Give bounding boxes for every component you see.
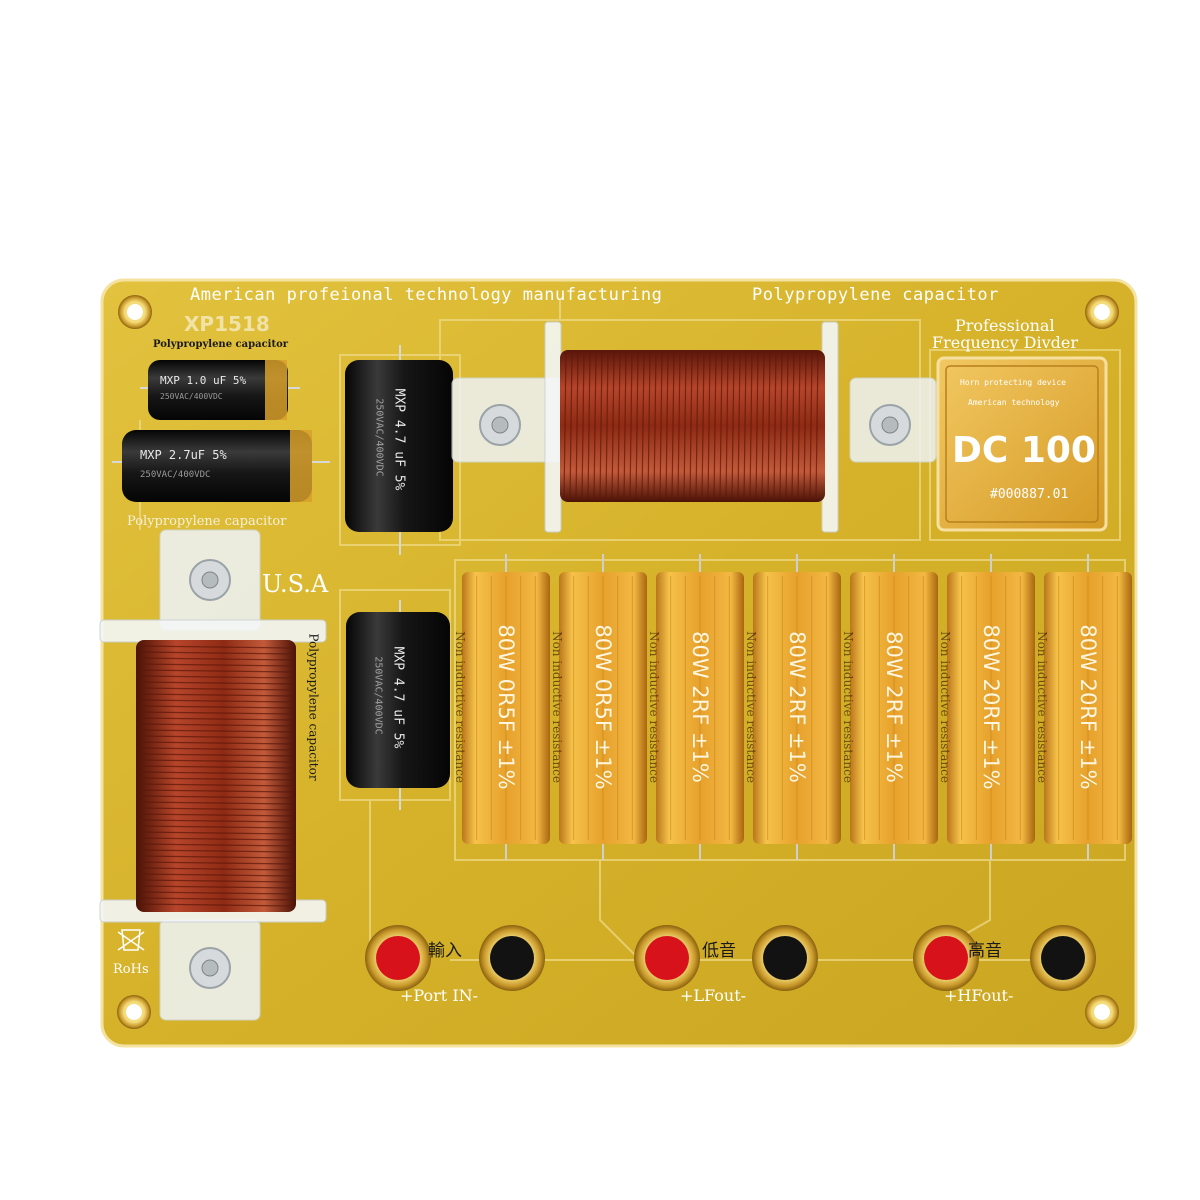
- inductor-vertical: [99, 529, 327, 1021]
- cap3-label: MXP 4.7 uF 5%: [391, 388, 407, 491]
- pp-label-small: Polypropylene capacitor: [153, 339, 289, 350]
- header-right-text: Polypropylene capacitor: [752, 285, 999, 305]
- header-left-text: American profeional technology manufactu…: [190, 285, 663, 305]
- model-number: XP1518: [184, 312, 270, 336]
- mounting-holes: [117, 295, 1119, 1029]
- protector-title: DC 100: [952, 430, 1096, 471]
- terminals: [365, 925, 1096, 991]
- resistor-label-1: 80W 0R5F ±1%: [494, 624, 518, 790]
- resistor-label-7: 80W 20RF ±1%: [1076, 624, 1100, 790]
- professional-line2: Frequency Divder: [932, 333, 1078, 352]
- cap1-rating: 250VAC/400VDC: [160, 392, 223, 401]
- resistor-label-2: 80W 0R5F ±1%: [591, 624, 615, 790]
- cap3-rating: 250VAC/400VDC: [373, 398, 385, 477]
- terminal-label-lf: +LFout-: [680, 986, 747, 1005]
- resistor-group: [462, 554, 1132, 860]
- resistor-side-text-5: Non inductive resistance: [841, 631, 855, 783]
- terminal-label-in: +Port IN-: [400, 986, 479, 1005]
- terminal-cjk-lf: 低音: [702, 941, 736, 961]
- capacitor-vertical-1: [345, 345, 453, 555]
- cap2-rating: 250VAC/400VDC: [140, 470, 211, 480]
- resistor-5: [850, 554, 938, 860]
- resistor-1: [462, 554, 550, 860]
- resistor-7: [1044, 554, 1132, 860]
- resistor-label-4: 80W 2RF ±1%: [785, 631, 809, 783]
- protector-line1: Horn protecting device: [960, 378, 1066, 387]
- pp-label-vertical: Polypropylene capacitor: [306, 633, 321, 781]
- rohs-logo: [117, 929, 145, 951]
- usa-text: U.S.A: [262, 570, 329, 598]
- resistor-4: [753, 554, 841, 860]
- terminal-cjk-hf: 高音: [968, 941, 1002, 961]
- resistor-3: [656, 554, 744, 860]
- cap1-label: MXP 1.0 uF 5%: [160, 374, 247, 387]
- protector-line2: American technology: [968, 398, 1060, 407]
- terminal-hf-red: [913, 925, 979, 991]
- capacitor-small-2: [112, 430, 330, 502]
- terminal-lf-black: [752, 925, 818, 991]
- resistor-side-text-3: Non inductive resistance: [647, 631, 661, 783]
- rohs-text: RoHs: [113, 962, 149, 977]
- resistor-side-text-2: Non inductive resistance: [550, 631, 564, 783]
- terminal-cjk-in: 輸入: [428, 941, 462, 961]
- resistor-side-text-1: Non inductive resistance: [453, 631, 467, 783]
- terminal-label-hf: +HFout-: [944, 986, 1014, 1005]
- resistor-side-text-6: Non inductive resistance: [938, 631, 952, 783]
- cap4-label: MXP 4.7 uF 5%: [390, 646, 406, 749]
- cap2-label: MXP 2.7uF 5%: [140, 448, 227, 462]
- resistor-label-5: 80W 2RF ±1%: [882, 631, 906, 783]
- resistor-side-text-7: Non inductive resistance: [1035, 631, 1049, 783]
- resistor-side-text-4: Non inductive resistance: [744, 631, 758, 783]
- resistor-2: [559, 554, 647, 860]
- terminal-hf-black: [1030, 925, 1096, 991]
- capacitor-small-1: [140, 360, 300, 420]
- capacitor-vertical-2: [346, 600, 450, 810]
- resistor-label-3: 80W 2RF ±1%: [688, 631, 712, 783]
- cap4-rating: 250VAC/400VDC: [372, 656, 384, 735]
- dc100-protector: [936, 356, 1108, 532]
- professional-line1: Professional: [955, 316, 1055, 335]
- protector-serial: #000887.01: [990, 487, 1069, 502]
- terminal-lf-red: [634, 925, 700, 991]
- terminal-in-black: [479, 925, 545, 991]
- resistor-6: [947, 554, 1035, 860]
- resistor-label-6: 80W 20RF ±1%: [979, 624, 1003, 790]
- pp-label-under: Polypropylene capacitor: [127, 514, 287, 529]
- inductor-horizontal: [451, 321, 937, 533]
- terminal-in-red: [365, 925, 431, 991]
